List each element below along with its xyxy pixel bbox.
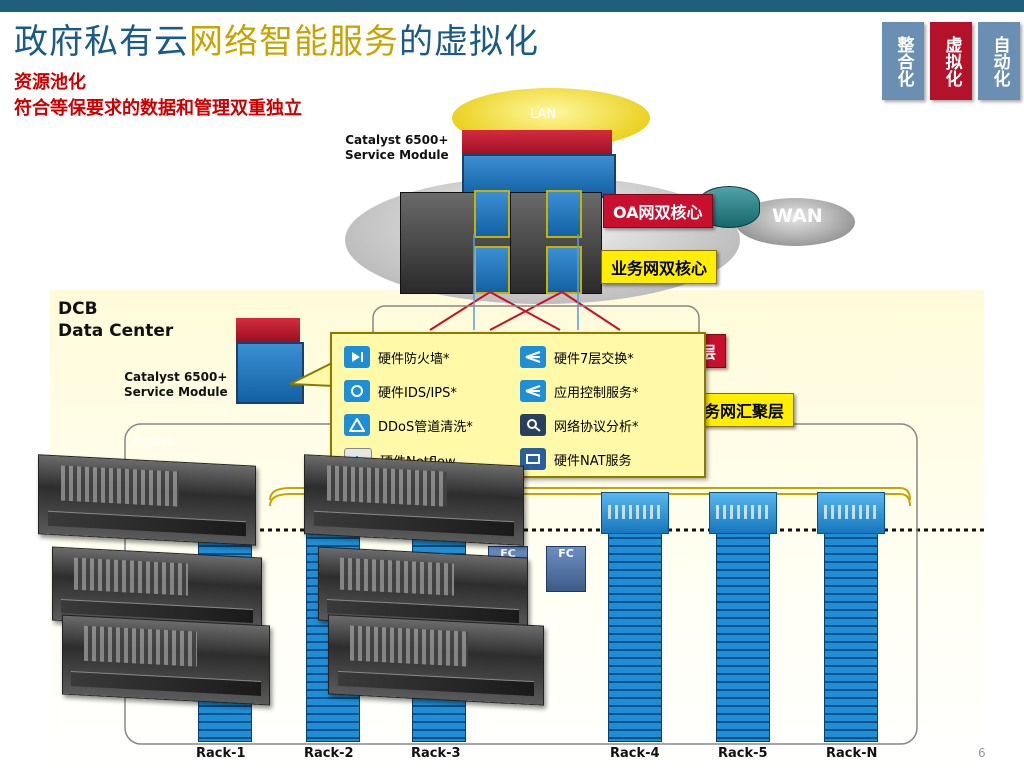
services-callout: 硬件防火墙* 硬件7层交换* 硬件IDS/IPS* 应用控制服务* DDoS管道…: [330, 332, 706, 478]
service-module-blade-3: [62, 614, 270, 706]
wan-label: WAN: [772, 205, 823, 227]
data-center-label: Data Center: [58, 321, 174, 341]
service-module-blade-1: [38, 454, 256, 546]
rack-2-label: Rack-2: [304, 746, 354, 761]
dcb-label: DCB: [58, 299, 98, 319]
rack-5-label: Rack-5: [718, 746, 768, 761]
protocol-analysis-icon: [520, 414, 546, 436]
callout-label-ids: 硬件IDS/IPS*: [378, 385, 457, 401]
rack-1-label: Rack-1: [196, 746, 246, 761]
rack-3-label: Rack-3: [411, 746, 461, 761]
callout-label-protocol-analysis: 网络协议分析*: [554, 419, 639, 435]
subtitle-resource-pooling: 资源池化: [14, 72, 86, 93]
catalyst-left-switch-icon: [236, 318, 300, 342]
callout-label-nat: 硬件NAT服务: [554, 453, 632, 469]
catalyst-top-switch-icon: [462, 130, 612, 156]
core-module-3: [474, 246, 510, 294]
firewall-icon: [344, 346, 370, 368]
catalyst-top-label: Catalyst 6500+Service Module: [345, 133, 449, 163]
rack-n-servers: [824, 530, 878, 742]
title-part-2: 网络智能服务: [189, 22, 399, 62]
rack-4-tor-switch-icon: [601, 492, 669, 534]
callout-label-app-control: 应用控制服务*: [554, 385, 639, 401]
callout-item-protocol-analysis: 网络协议分析*: [520, 414, 639, 436]
callout-item-ids: 硬件IDS/IPS*: [344, 380, 457, 402]
rack-4-servers: [608, 530, 662, 742]
subtitle-independence: 符合等保要求的数据和管理双重独立: [14, 98, 302, 119]
biz-core-tag: 业务网双核心: [601, 250, 718, 284]
callout-item-ddos: DDoS管道清洗*: [344, 414, 473, 436]
rack-n-tor-switch-icon: [817, 492, 885, 534]
tab-integration[interactable]: 整合化: [882, 22, 924, 100]
catalyst-left-module: Service Module: [124, 385, 228, 399]
oa-core-tag: OA网双核心: [603, 194, 713, 228]
callout-label-l7-switch: 硬件7层交换*: [554, 351, 634, 367]
callout-item-app-control: 应用控制服务*: [520, 380, 639, 402]
catalyst-left-switch-body: [236, 342, 304, 404]
nat-icon: [520, 448, 546, 470]
rack-n-label: Rack-N: [826, 746, 878, 761]
ddos-icon: [344, 414, 370, 436]
callout-item-l7-switch: 硬件7层交换*: [520, 346, 634, 368]
title-part-3: 的虚拟化: [399, 22, 539, 62]
title-part-1: 政府私有云: [14, 22, 189, 62]
callout-label-ddos: DDoS管道清洗*: [378, 419, 473, 435]
tab-virtualization[interactable]: 虚拟化: [930, 22, 972, 100]
callout-label-firewall: 硬件防火墙*: [378, 351, 450, 367]
service-module-blade-4: [304, 454, 524, 546]
app-control-icon: [520, 380, 546, 402]
rack-5-servers: [716, 530, 770, 742]
fc-label-2: FC: [558, 547, 574, 560]
tab-automation[interactable]: 自动化: [978, 22, 1020, 100]
l7-switch-icon: [520, 346, 546, 368]
callout-item-nat: 硬件NAT服务: [520, 448, 632, 470]
category-tabs: 整合化 虚拟化 自动化: [882, 22, 1020, 104]
ids-icon: [344, 380, 370, 402]
access-label: Access: [132, 434, 174, 448]
catalyst-left-model: Catalyst 6500+: [124, 370, 228, 384]
lan-label: LAN: [530, 107, 557, 122]
service-module-blade-6: [328, 614, 544, 706]
core-module-2: [546, 190, 582, 238]
rack-4-label: Rack-4: [610, 746, 660, 761]
core-module-1: [474, 190, 510, 238]
page-number: 6: [978, 746, 986, 760]
catalyst-top-module: Service Module: [345, 148, 449, 162]
callout-item-firewall: 硬件防火墙*: [344, 346, 450, 368]
fc-storage-icon-2: FC: [546, 546, 586, 592]
catalyst-top-model: Catalyst 6500+: [345, 133, 449, 147]
top-accent-bar: [0, 0, 1024, 12]
catalyst-left-label: Catalyst 6500+Service Module: [124, 370, 228, 400]
slide-title: 政府私有云网络智能服务的虚拟化: [14, 22, 539, 62]
rack-5-tor-switch-icon: [709, 492, 777, 534]
